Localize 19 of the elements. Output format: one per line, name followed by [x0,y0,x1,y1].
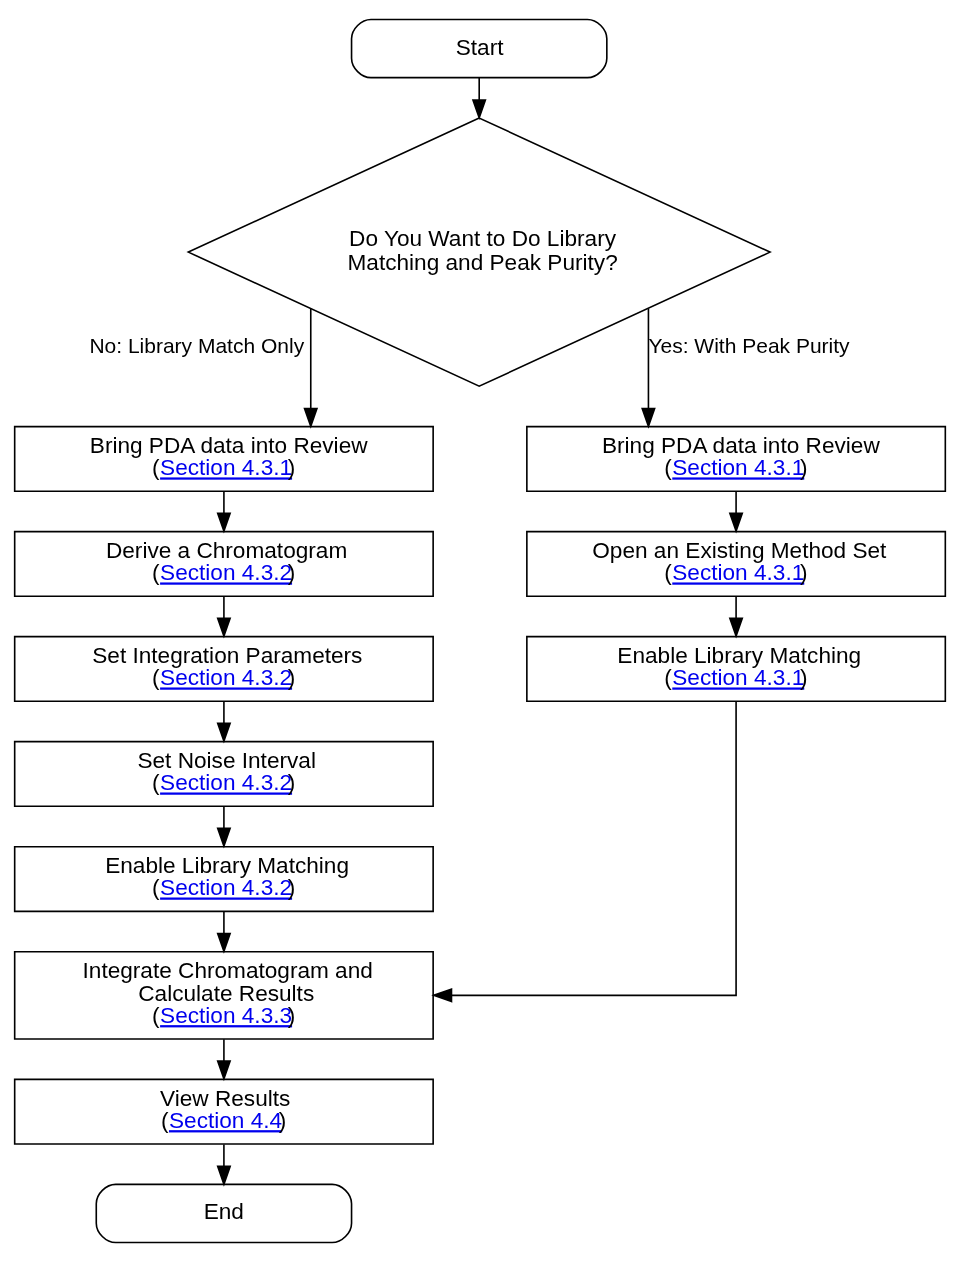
arrow [641,307,656,429]
arrow [216,910,232,954]
arrow [303,307,319,429]
arrow [216,595,232,639]
arrow [471,76,487,121]
arrow [431,700,737,1003]
node-box: End [95,1183,353,1244]
node-box: View Results (Section 4.4) [13,1078,434,1145]
arrow [216,1038,232,1082]
arrow [216,805,232,849]
arrow [216,1143,232,1187]
arrow [728,490,744,534]
node-box: Integrate Chromatogram and Calculate Results (Section 4.3.3) [13,950,434,1040]
arrow [216,700,232,744]
arrow [216,490,232,534]
arrow [728,595,744,639]
edge-label: Yes: With Peak Purity [648,333,850,357]
node-box: Start [350,18,608,79]
edge-label: No: Library Match Only [89,333,305,357]
